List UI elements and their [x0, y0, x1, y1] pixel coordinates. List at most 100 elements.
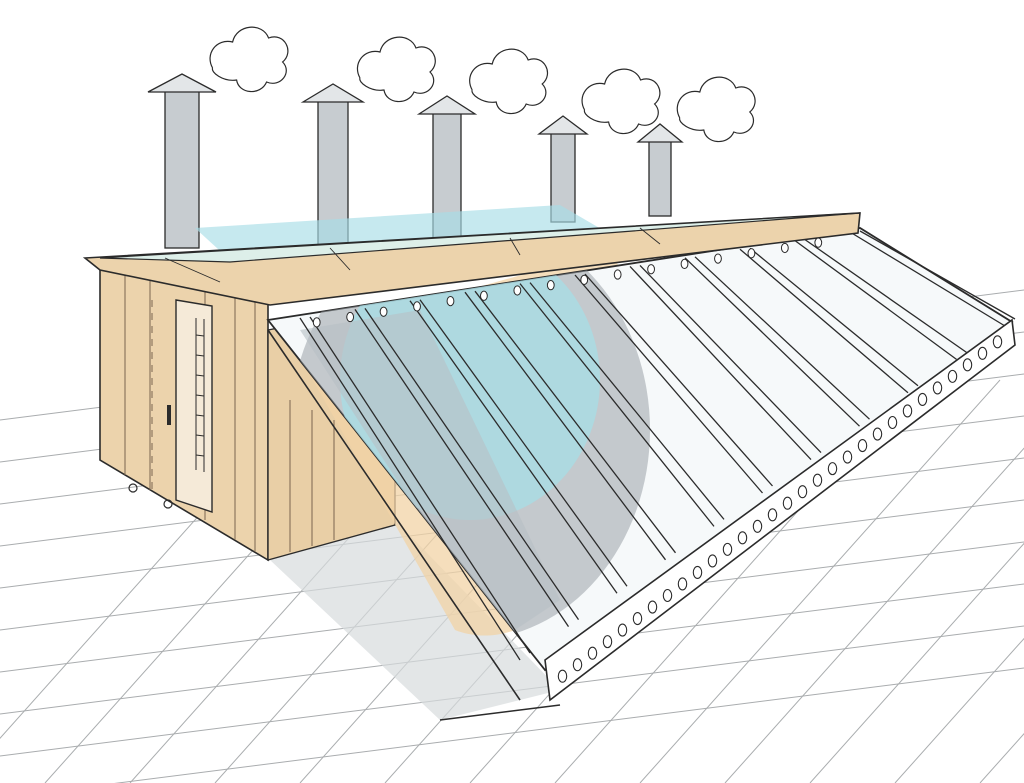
- chimney-cap: [537, 115, 589, 135]
- glass-mullion: [574, 274, 763, 494]
- vent-hole-icon: [480, 290, 488, 301]
- vent-hole-icon: [814, 237, 823, 248]
- vent-hole-icon: [917, 392, 928, 406]
- vent-hole-icon: [413, 301, 421, 312]
- glass-mullion: [474, 290, 677, 554]
- vent-hole-icon: [747, 248, 756, 259]
- vent-hole-icon: [572, 658, 583, 672]
- chimney-cap: [416, 95, 478, 115]
- door-handle: [167, 405, 171, 425]
- ladder: [195, 318, 205, 472]
- floor-line: [639, 379, 1001, 783]
- glass-mullion: [849, 231, 1006, 327]
- glass-mullion: [529, 282, 725, 520]
- glass-mullion: [419, 299, 628, 587]
- vent-hole-icon: [887, 415, 898, 430]
- glass-mullion: [694, 256, 870, 420]
- chimney-cap: [300, 83, 366, 103]
- glass-mullions: [299, 230, 1016, 661]
- vent-hole-icon: [707, 554, 718, 568]
- vent-hole-icon: [546, 280, 555, 291]
- vent-hole-icon: [767, 508, 778, 522]
- vent-hole-icon: [680, 258, 689, 270]
- vent-hole-icon: [797, 485, 808, 499]
- glass-mullion: [804, 239, 967, 353]
- vent-hole-icon: [602, 635, 613, 649]
- door-wheels: [128, 483, 173, 509]
- vent-hole-icon: [932, 381, 943, 395]
- floor-line: [809, 542, 1024, 783]
- chimney-icon: [164, 89, 200, 249]
- floor-line: [979, 732, 1024, 783]
- front-sill-beam: [544, 318, 1016, 702]
- sill-ground-line: [439, 704, 561, 721]
- roof-left-edge: [267, 329, 521, 701]
- vent-hole-icon: [872, 427, 883, 441]
- glass-mullion: [464, 291, 667, 561]
- vent-hole-icon: [977, 346, 988, 360]
- vent-hole-icon: [346, 311, 355, 323]
- ground-shadow: [270, 520, 560, 720]
- smoke-icon: [581, 68, 661, 135]
- floor-line: [114, 667, 1024, 783]
- glass-mullion: [859, 230, 1016, 320]
- vent-hole-icon: [446, 295, 455, 307]
- glass-mullion: [584, 273, 773, 487]
- glass-mullion: [749, 247, 919, 387]
- vent-hole-icon: [557, 669, 568, 683]
- side-door: [175, 299, 213, 513]
- glass-mullion: [364, 308, 580, 620]
- smoke-icon: [676, 76, 756, 143]
- vent-hole-icon: [827, 462, 838, 476]
- glass-mullion: [354, 309, 570, 627]
- vent-hole-icon: [714, 253, 722, 264]
- vent-hole-icon: [632, 612, 643, 626]
- vent-hole-icon: [857, 439, 868, 453]
- floor-line: [894, 637, 1024, 783]
- vent-hole-icon: [617, 623, 628, 637]
- glass-mullion: [639, 264, 822, 454]
- glass-mullion: [519, 283, 715, 527]
- vent-hole-icon: [992, 335, 1003, 349]
- vent-hole-icon: [692, 565, 703, 579]
- vent-hole-icon: [647, 600, 658, 614]
- vent-hole-icon: [580, 274, 589, 285]
- vent-hole-icon: [737, 531, 748, 545]
- floor-line: [724, 447, 1024, 783]
- glass-mullion: [409, 300, 618, 594]
- vent-hole-icon: [379, 306, 388, 317]
- glass-mullion: [299, 317, 521, 661]
- vent-hole-icon: [782, 496, 793, 510]
- vent-hole-icon: [662, 588, 673, 603]
- vent-hole-icon: [677, 577, 688, 591]
- chimney-cap: [147, 73, 217, 93]
- glass-mullion: [794, 240, 957, 360]
- vent-hole-row: [557, 335, 1003, 683]
- vent-hole-icon: [513, 285, 522, 296]
- glass-mullion: [739, 248, 909, 394]
- smoke-icon: [469, 48, 548, 115]
- ridge-vent-row: [312, 237, 823, 328]
- vent-hole-icon: [812, 473, 823, 487]
- end-wall-planks: [289, 400, 335, 552]
- glass-mullion: [684, 257, 860, 427]
- glass-mullion: [629, 265, 812, 461]
- glass-mullion: [309, 316, 531, 654]
- vent-hole-icon: [962, 358, 973, 372]
- smoke-icon: [209, 26, 289, 93]
- ridge-glass-lines: [164, 227, 661, 283]
- chimney-cap: [636, 123, 684, 143]
- vent-hole-icon: [947, 369, 958, 383]
- vent-hole-icon: [752, 519, 763, 533]
- ridge-top: [99, 212, 861, 263]
- vent-hole-icon: [842, 450, 853, 464]
- vent-hole-icon: [780, 242, 789, 254]
- vent-hole-icon: [312, 317, 321, 328]
- chimney-icon: [648, 139, 672, 217]
- vent-hole-icon: [587, 646, 598, 660]
- vent-hole-icon: [647, 264, 655, 275]
- vent-hole-icon: [722, 542, 733, 556]
- vent-hole-icon: [613, 269, 622, 280]
- smoke-icon: [356, 36, 436, 103]
